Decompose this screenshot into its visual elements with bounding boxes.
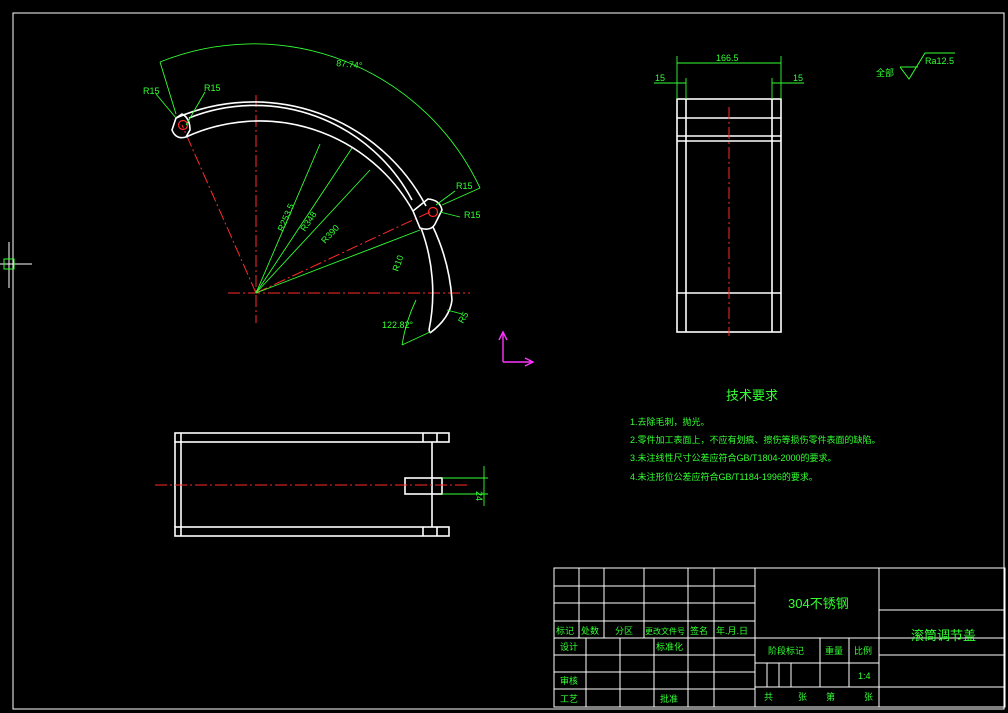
tb-page-unit: 张 [864, 692, 873, 702]
tb-process: 工艺 [560, 694, 578, 704]
r5-dim: R5 [456, 310, 470, 325]
tb-design: 设计 [560, 641, 578, 652]
tb-scale-value: 1:4 [858, 671, 871, 681]
width-top-dim: 166.5 [716, 53, 739, 63]
roughness-prefix: 全部 [876, 67, 894, 78]
tb-total: 共 [764, 692, 773, 702]
top-view [155, 432, 488, 537]
title-block [553, 567, 1006, 708]
tb-col-change-doc: 更改文件号 [645, 626, 685, 636]
tech-heading: 技术要求 [726, 388, 778, 403]
tech-item-1: 1.去除毛刺，抛光。 [630, 416, 710, 427]
drawing-frame [12, 12, 1005, 710]
ucs-axis-icon [498, 330, 535, 367]
tech-item-4: 4.未注形位公差应符合GB/T1184-1996的要求。 [630, 471, 818, 482]
tech-item-2: 2.零件加工表面上，不应有划痕、擦伤等损伤零件表面的缺陷。 [630, 434, 881, 445]
flange-left-dim: 15 [655, 73, 665, 83]
tb-col-mark: 标记 [556, 625, 574, 636]
left-r15-outer-dim: R15 [143, 86, 160, 96]
r-inner-dim: R348 [298, 210, 318, 233]
right-r15-lower-dim: R15 [464, 210, 481, 220]
front-view [155, 43, 481, 346]
slot-dim: 24 [474, 491, 484, 501]
tb-approve: 批准 [660, 693, 678, 704]
arc-angle-dim: 87.74° [336, 58, 363, 71]
lower-angle-dim: 122.82° [382, 320, 414, 330]
roughness-value: Ra12.5 [925, 56, 954, 66]
tb-col-zone: 分区 [615, 626, 633, 636]
tb-standardize: 标准化 [656, 641, 683, 652]
tb-col-count: 处数 [581, 625, 599, 636]
tb-stage-mark: 阶段标记 [768, 645, 804, 656]
tb-material: 304不锈钢 [788, 596, 849, 611]
crosshair-cursor-icon [0, 242, 32, 288]
tb-sheets-unit: 张 [798, 692, 807, 702]
tb-ratio: 比例 [854, 645, 872, 656]
tech-item-3: 3.未注线性尺寸公差应符合GB/T1804-2000的要求。 [630, 452, 837, 463]
tb-col-date: 年.月.日 [716, 625, 748, 636]
tb-drawing-title: 滚筒调节盖 [911, 628, 976, 643]
tb-check: 审核 [560, 675, 578, 686]
tb-weight: 重量 [825, 645, 843, 656]
left-r15-inner-dim: R15 [204, 83, 221, 93]
r-outer-dim: R390 [319, 223, 341, 246]
side-view [654, 56, 804, 336]
right-r15-upper-dim: R15 [456, 181, 473, 191]
roughness-symbol-icon [899, 52, 955, 80]
tb-page: 第 [826, 691, 835, 702]
r253-dim: R253.5 [276, 202, 297, 233]
r10-dim: R10 [390, 254, 405, 273]
tb-col-sign: 签名 [690, 625, 708, 636]
flange-right-dim: 15 [793, 73, 803, 83]
